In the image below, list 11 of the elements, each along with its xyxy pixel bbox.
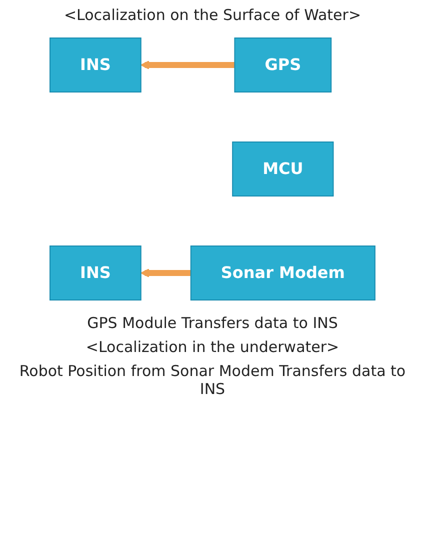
section-heading: <Localization on the Surface of Water>	[62, 6, 362, 24]
arrow	[140, 268, 191, 278]
node-box: INS	[50, 246, 142, 300]
caption-text: GPS Module Transfers data to INS	[86, 314, 339, 332]
node-box: GPS	[234, 38, 332, 92]
caption-text: Robot Position from Sonar Modem Transfers data to INS	[18, 362, 407, 398]
node-box: INS	[50, 38, 142, 92]
section-heading: <Localization in the underwater>	[84, 338, 340, 356]
node-box: MCU	[232, 142, 334, 196]
arrow	[140, 60, 235, 70]
node-box: Sonar Modem	[190, 246, 376, 300]
